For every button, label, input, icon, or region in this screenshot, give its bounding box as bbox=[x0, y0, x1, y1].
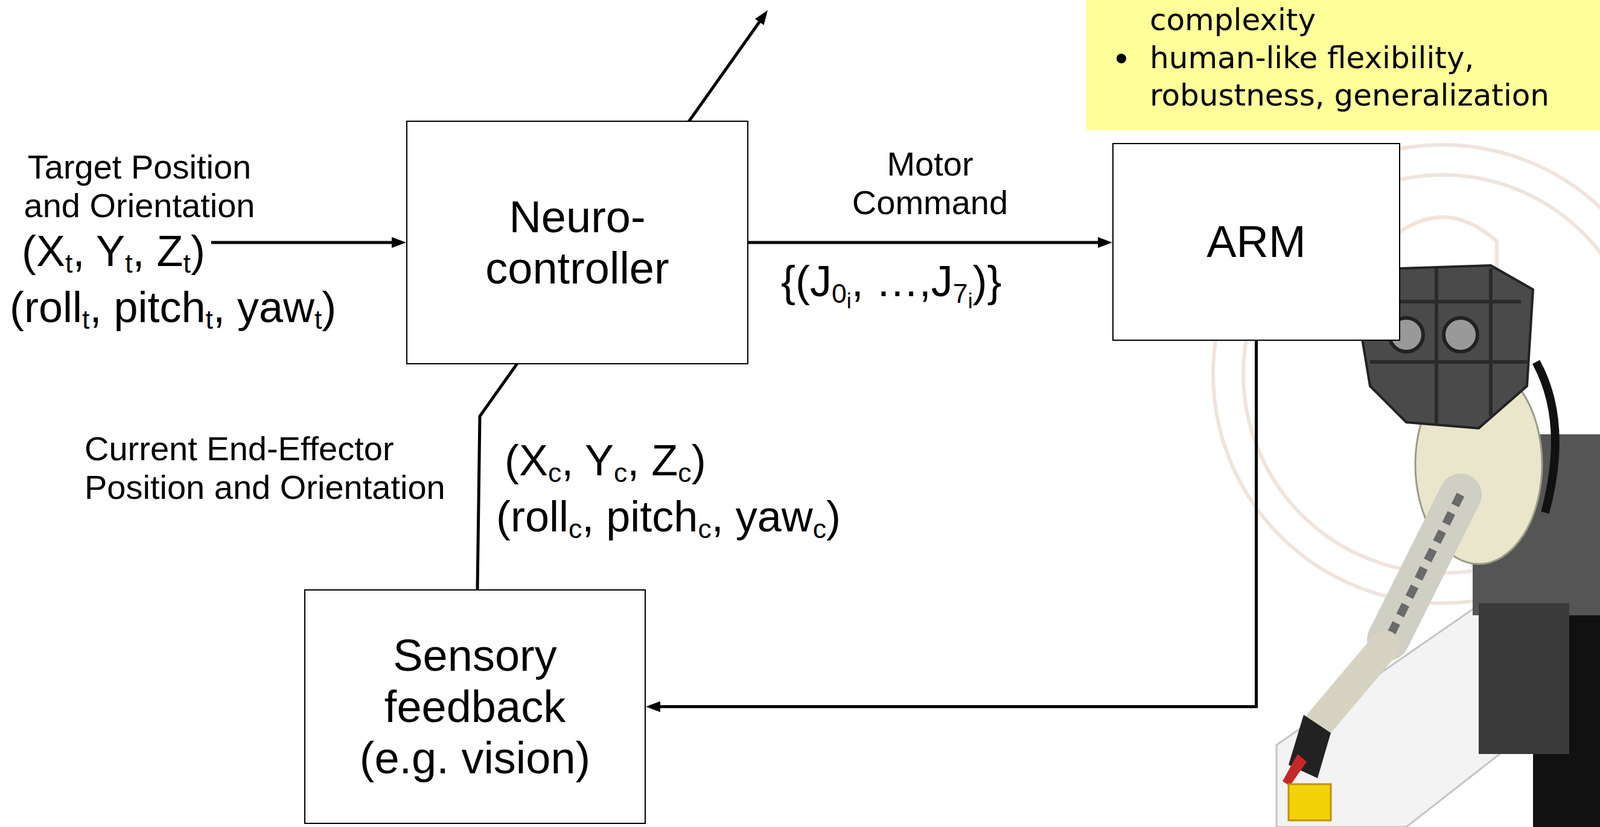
current-position: (Xc, Yc, Zc) bbox=[504, 435, 707, 486]
robot-pedestal bbox=[1478, 603, 1570, 755]
robot-arm-joints bbox=[1388, 494, 1461, 640]
robot-eye bbox=[1443, 318, 1478, 352]
text-wrap: complexity bbox=[1149, 1, 1316, 40]
target-position: (Xt, Yt, Zt) bbox=[21, 226, 206, 277]
note-panel: complexityhuman-like flexibility, robust… bbox=[1086, 0, 1600, 131]
yellow-object bbox=[1288, 784, 1331, 821]
robot-forearm bbox=[1318, 645, 1386, 725]
text-wrap: ARM bbox=[1206, 216, 1306, 268]
current-orientation: (rollc, pitchc, yawc) bbox=[496, 491, 841, 542]
feedback-box: Sensory feedback (e.g. vision) bbox=[304, 589, 646, 825]
input-arrow bbox=[211, 241, 395, 245]
bullet-dot bbox=[1116, 53, 1127, 64]
target-orientation: (rollt, pitcht, yawt) bbox=[9, 282, 337, 333]
arm-box: ARM bbox=[1112, 143, 1401, 342]
box-label: Sensory feedback (e.g. vision) bbox=[359, 630, 591, 784]
text-wrap: human-like flexibility, robustness, gene… bbox=[1149, 39, 1600, 115]
joint-command: {(J0i, …,J7i)} bbox=[780, 256, 1002, 307]
text-wrap: Neuro- controller bbox=[474, 191, 681, 294]
box-label: Neuro- controller bbox=[485, 191, 669, 294]
robot-upper-arm bbox=[1388, 494, 1461, 640]
box-label: ARM bbox=[1206, 216, 1306, 267]
signal-arrow bbox=[748, 241, 1101, 245]
controller-box: Neuro- controller bbox=[406, 120, 749, 365]
note-text: complexity bbox=[1149, 2, 1316, 38]
robot-gripper bbox=[1282, 754, 1307, 787]
feedback-label: Current End-Effector Position and Orient… bbox=[84, 429, 471, 508]
note-text: human-like flexibility, robustness, gene… bbox=[1149, 40, 1550, 114]
text-wrap: Sensory feedback (e.g. vision) bbox=[345, 630, 605, 785]
edge-label: Motor Command bbox=[839, 144, 1021, 223]
input-label: Target Position and Orientation bbox=[9, 147, 270, 226]
